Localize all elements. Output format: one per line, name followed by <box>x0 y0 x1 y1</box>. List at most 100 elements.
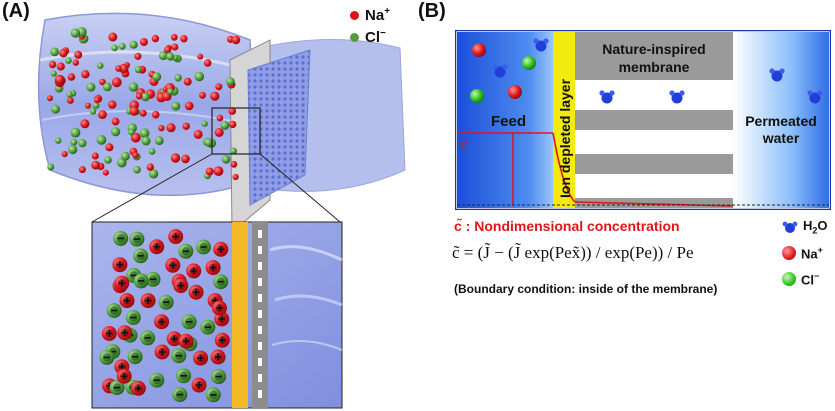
na-ion <box>232 173 239 181</box>
na-ion <box>129 106 139 116</box>
na-ion <box>170 153 181 163</box>
cl-ion <box>70 28 81 38</box>
na-ion <box>214 332 230 348</box>
membrane-label-line1: Nature-inspired <box>602 41 705 57</box>
cl-ion <box>152 72 162 82</box>
na-ion <box>210 349 226 365</box>
cl-ion <box>167 88 174 95</box>
water-molecule <box>492 64 508 78</box>
cl-ion <box>96 62 104 69</box>
cl-ion <box>181 314 197 330</box>
na-ion <box>214 128 224 137</box>
concentration-equation: c̃ = (J̃ − (J̃ exp(Pex̃)) / exp(Pe)) / P… <box>452 243 694 262</box>
na-ion <box>184 101 194 111</box>
na-ion <box>59 49 68 58</box>
cl-ion <box>118 42 126 50</box>
zoom-focus-box <box>211 107 261 155</box>
membrane-pore <box>258 310 262 318</box>
na-ion <box>118 63 129 74</box>
c-axis-symbol: c̃ <box>461 136 469 151</box>
cl-ion <box>226 77 235 86</box>
cl-ion <box>133 248 149 264</box>
cl-ion <box>121 151 130 161</box>
cl-ion <box>148 148 156 155</box>
membrane-pore <box>258 390 262 398</box>
cl-ion <box>128 129 135 136</box>
na-ion <box>180 35 188 43</box>
na-ion <box>67 73 76 81</box>
na-ion <box>181 154 190 164</box>
na-ion <box>115 65 122 72</box>
permeated-label-line1: Permeated <box>745 113 817 129</box>
cl-ion <box>129 40 138 49</box>
water-molecule <box>533 38 549 52</box>
cl-ion <box>194 71 205 82</box>
na-ion <box>170 33 178 41</box>
legend-cl: Cl− <box>350 26 390 48</box>
cl-ion <box>125 310 141 325</box>
na-ion <box>228 107 237 115</box>
na-ion <box>93 96 101 104</box>
na-ion <box>199 91 206 99</box>
na-ion <box>132 152 139 159</box>
cl-ion <box>129 231 145 247</box>
legend-na-b-label: Na+ <box>801 244 823 262</box>
na-ion <box>197 53 204 60</box>
legend-cl-label: Cl− <box>365 28 386 46</box>
zoom-ions <box>99 229 230 403</box>
na-ion-icon <box>782 246 796 260</box>
na-ion <box>213 241 229 257</box>
na-ion <box>105 143 114 152</box>
cl-ion <box>89 108 97 115</box>
na-ion <box>193 350 209 366</box>
panel-b-label: (B) <box>418 0 446 22</box>
cl-ion <box>205 387 221 403</box>
na-ion <box>91 152 99 160</box>
na-ion <box>134 52 142 60</box>
ion-depleted-layer <box>553 32 575 208</box>
na-ion <box>212 300 227 316</box>
cl-ion <box>65 57 72 64</box>
cl-ion <box>230 147 237 155</box>
na-ion <box>158 124 165 132</box>
cl-ion <box>213 274 229 290</box>
na-ion <box>114 275 130 291</box>
tube-ions <box>47 27 241 181</box>
na-ion <box>78 166 86 174</box>
cl-ion <box>86 82 96 92</box>
na-ion <box>182 122 190 130</box>
cl-ion <box>70 138 78 146</box>
na-ion <box>151 110 160 119</box>
na-ion <box>108 32 118 42</box>
cl-ion <box>172 387 188 403</box>
cl-ion <box>141 136 151 146</box>
na-ion <box>164 46 172 54</box>
feed-molecules <box>470 43 536 103</box>
water-molecule-icon <box>782 221 798 233</box>
cl-ion <box>96 135 107 145</box>
na-ion <box>193 129 203 139</box>
cl-ion <box>68 144 78 155</box>
na-ion <box>203 59 212 67</box>
cl-ion <box>102 82 112 92</box>
zoom-depleted-layer <box>232 222 248 408</box>
na-ion <box>139 38 148 46</box>
na-ion <box>205 260 221 276</box>
cl-ion <box>55 137 62 144</box>
legend-water-label: H2O <box>803 218 828 236</box>
legend-na-label: Na+ <box>365 6 391 24</box>
cl-ion <box>50 70 57 77</box>
permeated-region <box>733 32 829 208</box>
na-ion <box>210 91 220 101</box>
na-ion <box>173 278 189 294</box>
na-ion <box>216 114 224 122</box>
cl-ion <box>113 230 129 246</box>
cl-ion <box>158 51 168 61</box>
cl-ion <box>141 92 150 102</box>
na-ion <box>91 160 101 170</box>
water-molecules <box>492 38 823 104</box>
cl-ion <box>99 349 115 365</box>
na-ion <box>472 43 486 57</box>
na-ion <box>61 151 68 158</box>
membrane-pore <box>258 246 262 254</box>
